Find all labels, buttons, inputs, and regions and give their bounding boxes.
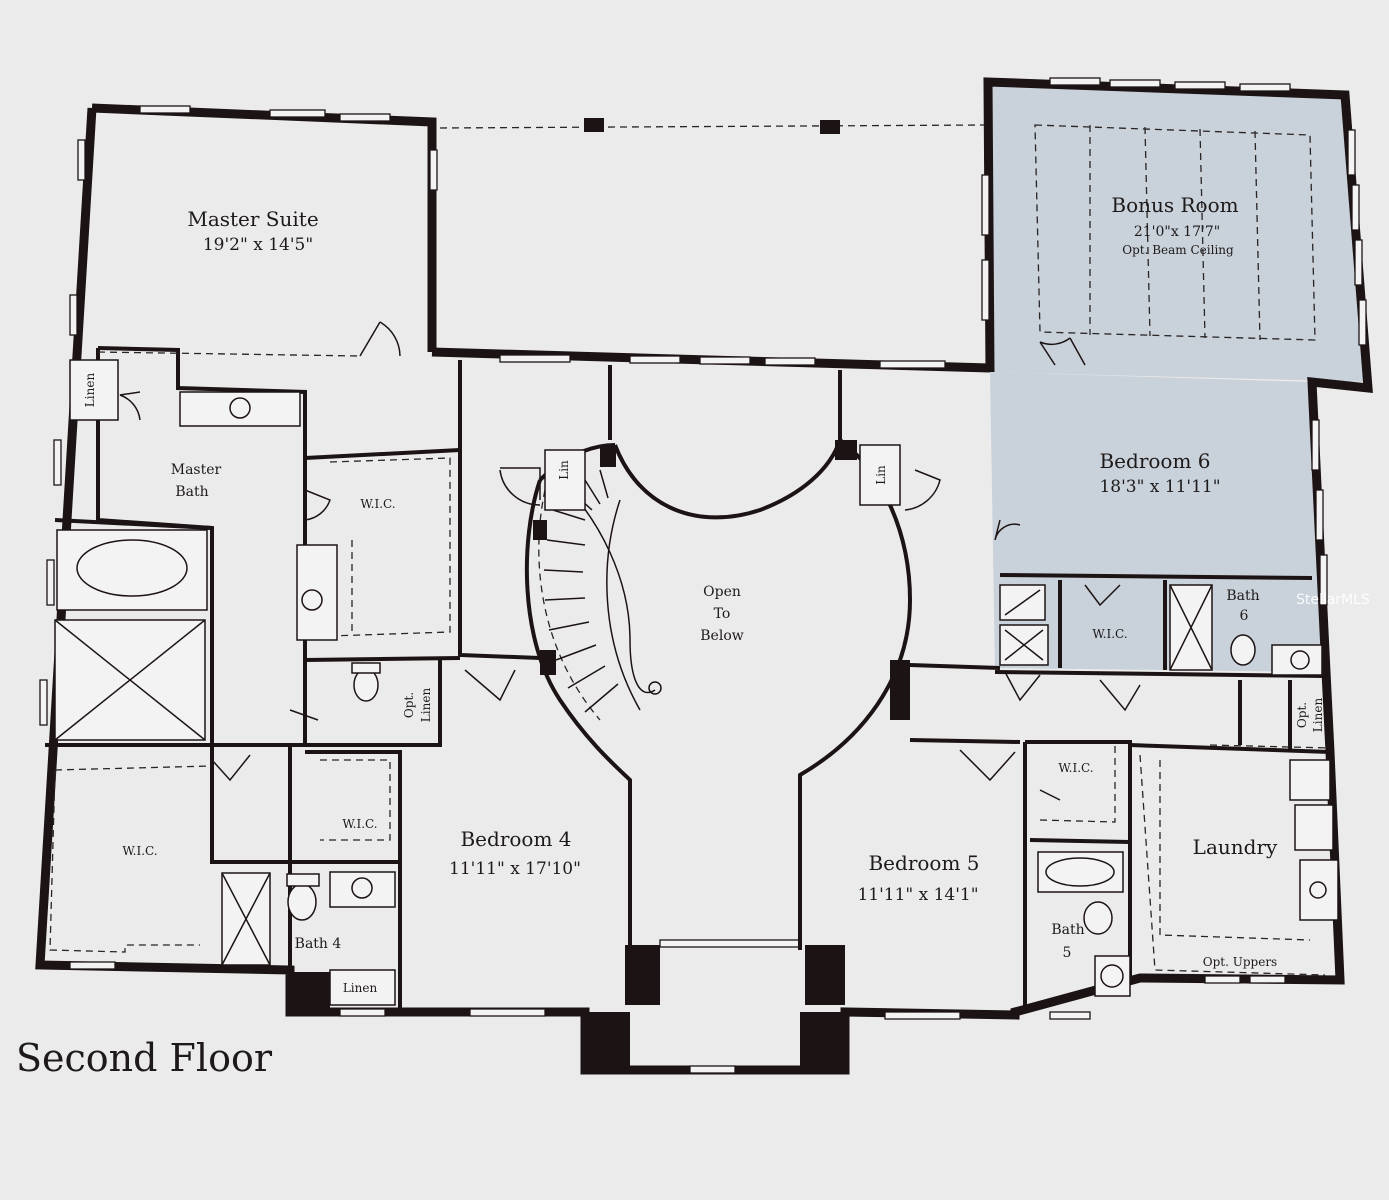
laundry-note: Opt. Uppers — [1203, 955, 1277, 969]
open-to-below-1: Open — [703, 584, 741, 600]
bonus-room-dims: 21'0"x 17'7" — [1134, 224, 1220, 240]
wic-master-upper-label: W.I.C. — [360, 497, 395, 511]
opt-linen-right-1: Opt. — [1295, 702, 1309, 728]
master-bath-label-2: Bath — [175, 484, 208, 500]
wic-bed6-label: W.I.C. — [1092, 627, 1127, 641]
wic-bed4-label: W.I.C. — [342, 817, 377, 831]
bonus-room-highlight — [988, 82, 1368, 382]
bonus-room-note: Opt. Beam Ceiling — [1122, 243, 1234, 257]
bedroom6-highlight — [990, 372, 1326, 672]
lin-closet-right — [859, 444, 901, 506]
watermark: StellarMLS — [1296, 592, 1370, 608]
linen-bath4-label: Linen — [343, 981, 378, 995]
open-to-below-3: Below — [700, 628, 743, 644]
bath6-label-1: Bath — [1226, 588, 1259, 604]
wall-blocks — [290, 440, 910, 1070]
master-bath-label-1: Master — [171, 462, 222, 478]
master-suite-dims: 19'2" x 14'5" — [203, 235, 313, 255]
opt-linen-left-1: Opt. — [402, 692, 416, 718]
windows — [39, 77, 1367, 1074]
bath5-label-1: Bath — [1051, 922, 1084, 938]
balcony-outline — [439, 124, 986, 129]
bedroom4-name: Bedroom 4 — [460, 827, 571, 851]
fixtures — [54, 391, 1339, 997]
bath4-label: Bath 4 — [295, 936, 342, 952]
balcony-post-1 — [584, 118, 604, 132]
interior-walls — [45, 346, 1331, 1012]
bedroom5-name: Bedroom 5 — [868, 851, 979, 875]
dashed-lines — [49, 124, 1331, 976]
linen-closet-bath4 — [329, 969, 396, 1006]
wic-bed5-label: W.I.C. — [1058, 761, 1093, 775]
lin-left-label: Lin — [557, 460, 571, 480]
bedroom6-dims: 18'3" x 11'11" — [1099, 477, 1220, 497]
bedroom5-dims: 11'11" x 14'1" — [857, 885, 978, 905]
lin-right-label: Lin — [874, 465, 888, 485]
room-labels: Master Suite 19'2" x 14'5" Master Bath W… — [83, 193, 1325, 995]
opt-linen-right-2: Linen — [1311, 698, 1325, 733]
floor-title: Second Floor — [16, 1036, 272, 1080]
doors — [119, 321, 1141, 801]
laundry-name: Laundry — [1193, 835, 1278, 859]
stair-and-opening — [524, 438, 913, 950]
bath5-label-2: 5 — [1063, 945, 1072, 961]
open-to-below-2: To — [714, 606, 731, 622]
lin-closet-left — [544, 449, 586, 511]
wic-master-lower-label: W.I.C. — [122, 844, 157, 858]
bedroom4-dims: 11'11" x 17'10" — [449, 859, 581, 879]
bath6-label-2: 6 — [1240, 608, 1249, 624]
bonus-room-name: Bonus Room — [1111, 193, 1238, 217]
linen-master-label: Linen — [83, 373, 97, 408]
opt-linen-left-2: Linen — [419, 688, 433, 723]
master-suite-name: Master Suite — [187, 207, 318, 231]
linen-closet-master — [69, 359, 119, 421]
bedroom6-name: Bedroom 6 — [1099, 449, 1210, 473]
balcony-post-2 — [820, 120, 840, 134]
